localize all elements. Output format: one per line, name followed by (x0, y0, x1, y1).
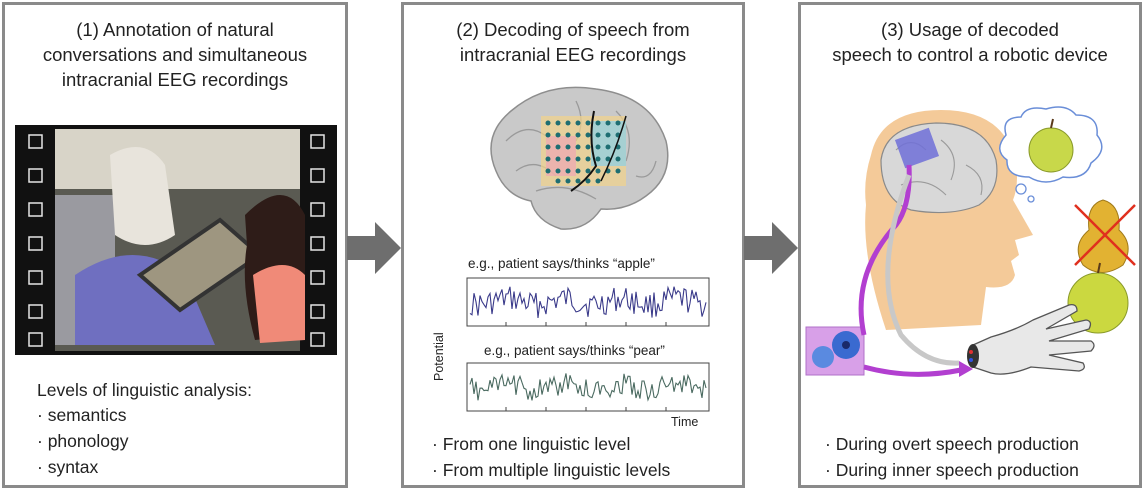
usage-bullet-inner: · During inner speech production (825, 457, 1079, 483)
panel-1-title: (1) Annotation of natural conversations … (5, 17, 345, 92)
video-frame-illustration (15, 125, 337, 355)
level-phonology: · phonology (37, 428, 128, 454)
signal-apple-plot (466, 277, 712, 329)
level-syntax: · syntax (37, 454, 98, 480)
panel-2-title: (2) Decoding of speech from intracranial… (404, 17, 742, 67)
panel-3-title: (3) Usage of decoded speech to control a… (801, 17, 1139, 67)
robotic-control-illustration (801, 105, 1139, 390)
usage-bullet-overt: · During overt speech production (825, 431, 1079, 457)
panel-robotic-control: (3) Usage of decoded speech to control a… (798, 2, 1142, 488)
y-axis-label: Potential (432, 332, 446, 381)
decoding-bullet-one-level: · From one linguistic level (432, 431, 630, 457)
levels-heading: Levels of linguistic analysis: (37, 377, 252, 403)
example-apple-label: e.g., patient says/thinks “apple” (468, 256, 655, 271)
gear-icon (812, 346, 834, 368)
decoding-bullet-multiple-levels: · From multiple linguistic levels (432, 457, 670, 483)
panel-decoding: (2) Decoding of speech from intracranial… (401, 2, 745, 488)
x-axis-label: Time (671, 415, 698, 429)
brain-electrode-illustration (476, 81, 676, 236)
arrow-right-icon (744, 222, 798, 274)
level-semantics: · semantics (37, 402, 126, 428)
arrow-right-icon (347, 222, 401, 274)
example-pear-label: e.g., patient says/thinks “pear” (484, 343, 665, 358)
purple-arrow (864, 367, 961, 374)
panel-annotation: (1) Annotation of natural conversations … (2, 2, 348, 488)
signal-pear-plot (466, 362, 712, 414)
apple-thought-icon (1029, 128, 1073, 172)
